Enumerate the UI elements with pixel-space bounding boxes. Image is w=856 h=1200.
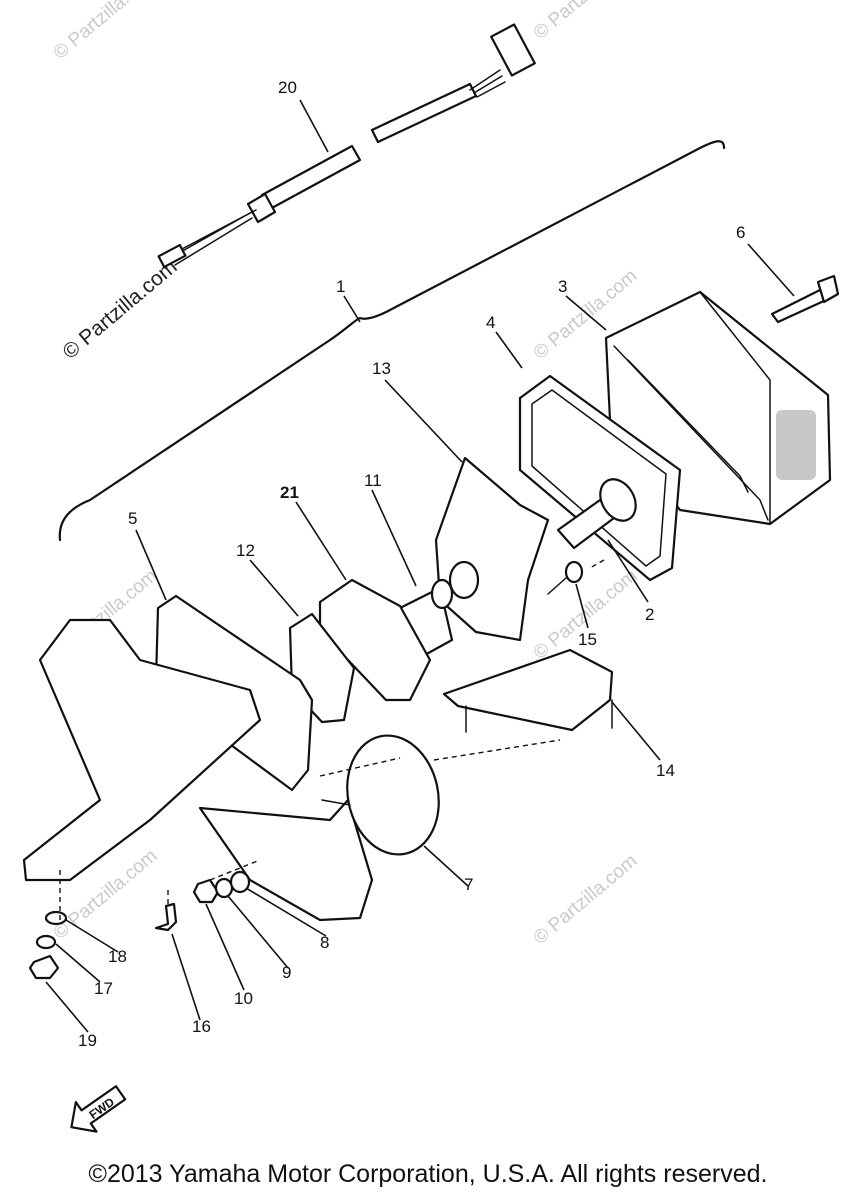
callout-4: 4 — [486, 313, 495, 332]
screw-15 — [547, 560, 584, 595]
leader-lines — [45, 99, 795, 1033]
wire-harness — [157, 23, 536, 269]
callout-10: 10 — [234, 989, 253, 1008]
watermark-dark: © Partzilla.com — [58, 255, 181, 364]
callout-6: 6 — [736, 223, 745, 242]
callout-8: 8 — [320, 933, 329, 952]
watermark: © Partzilla.com — [530, 565, 642, 663]
nut-19 — [28, 954, 60, 980]
callout-21: 21 — [280, 483, 299, 502]
bolt-16 — [154, 902, 178, 932]
washer-8 — [229, 870, 251, 894]
callout-17: 17 — [94, 979, 113, 998]
callout-11: 11 — [364, 471, 382, 490]
callout-19: 19 — [78, 1031, 97, 1050]
reflector-bracket — [442, 648, 614, 732]
callout-3: 3 — [558, 277, 567, 296]
watermark: © Partzilla.com — [530, 0, 642, 44]
assembly-bracket — [58, 140, 726, 542]
watermark: © Partzilla.com — [530, 850, 642, 948]
callout-16: 16 — [192, 1017, 211, 1036]
callout-9: 9 — [282, 963, 291, 982]
callout-20: 20 — [278, 78, 297, 97]
callout-14: 14 — [656, 761, 675, 780]
washer-9 — [214, 877, 234, 899]
rear-bracket — [22, 618, 262, 882]
callout-2: 2 — [645, 605, 654, 624]
callout-13: 13 — [372, 359, 391, 378]
reflector-plate — [434, 456, 550, 642]
lockwasher-17 — [35, 934, 57, 950]
callout-12: 12 — [236, 541, 255, 560]
callout-7: 7 — [464, 875, 473, 894]
nut-10 — [192, 878, 220, 904]
copyright-notice: ©2013 Yamaha Motor Corporation, U.S.A. A… — [88, 1160, 768, 1188]
watermark: © Partzilla.com — [50, 0, 162, 64]
forward-arrow-icon: FWD — [70, 1085, 127, 1133]
callout-5: 5 — [128, 509, 137, 528]
callout-18: 18 — [108, 947, 127, 966]
screw-6 — [770, 274, 840, 324]
callout-1: 1 — [336, 277, 345, 296]
bulb — [556, 478, 637, 550]
callout-15: 15 — [578, 630, 597, 649]
gasket — [518, 374, 682, 582]
washer-18 — [44, 910, 68, 926]
